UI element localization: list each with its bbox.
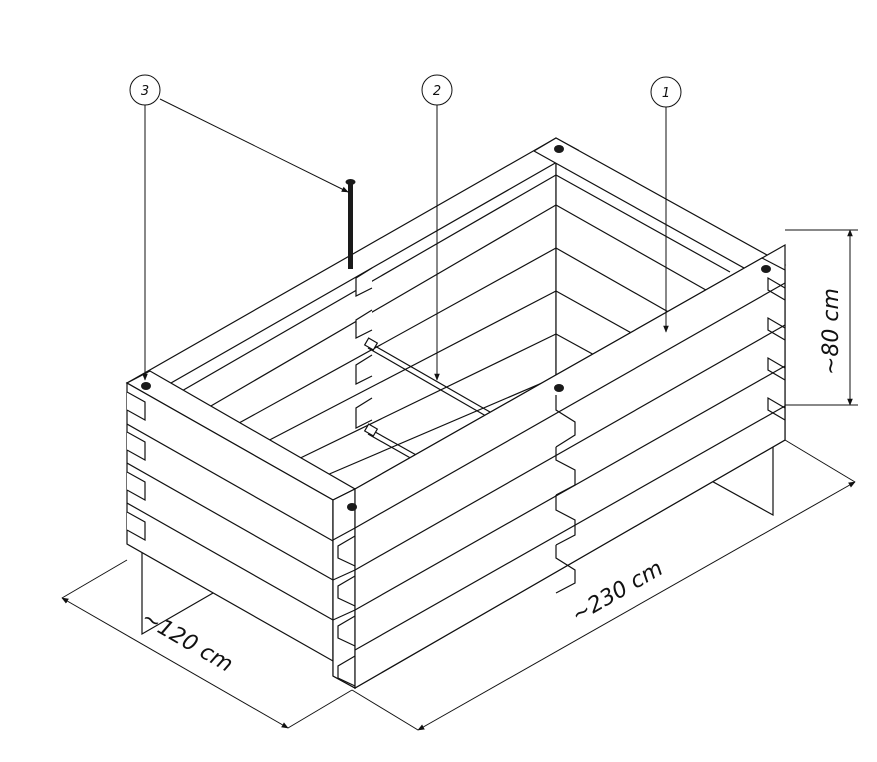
callout-circle — [650, 76, 682, 108]
callout-1: 1 — [650, 76, 682, 108]
height-dimension-label: ~80 cm — [819, 288, 844, 375]
anchor-pin — [345, 179, 356, 269]
tie-rod — [363, 337, 491, 461]
callout-number: 1 — [662, 86, 670, 101]
callout-2: 2 — [421, 74, 453, 106]
corner-holes — [141, 145, 771, 511]
callout-circle — [421, 74, 453, 106]
callout-circle — [129, 74, 161, 106]
dimension-lines — [61, 229, 858, 731]
back-wall-notches — [355, 267, 373, 429]
callout-leaders — [142, 98, 669, 381]
callout-bubbles: 1 2 3 — [129, 74, 682, 108]
left-wall-notches — [126, 391, 146, 542]
callout-number: 3 — [141, 84, 149, 99]
width-dimension-label: ~120 cm — [137, 606, 237, 678]
callout-number: 2 — [433, 84, 441, 99]
callout-3: 3 — [129, 74, 161, 106]
